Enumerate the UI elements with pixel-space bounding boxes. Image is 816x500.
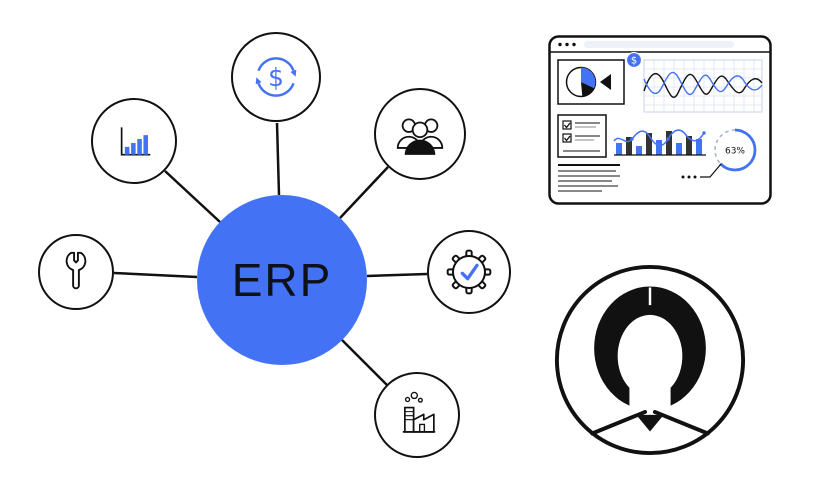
erp-hub: ERP	[197, 195, 367, 365]
dollar-symbol: $	[268, 63, 284, 92]
connector-line	[341, 339, 388, 386]
bar-trend-chart	[613, 129, 706, 156]
badge-dollar-symbol: $	[631, 56, 637, 67]
satellite-finance: $	[231, 32, 321, 122]
checklist-panel	[557, 114, 607, 158]
satellite-tools	[38, 234, 114, 310]
connector-line	[366, 272, 428, 278]
connector-line	[275, 122, 281, 196]
check-mark	[460, 263, 479, 281]
avatar-shoulder	[590, 409, 648, 436]
satellite-people	[374, 88, 466, 180]
window-controls	[558, 41, 734, 48]
text-lines	[558, 164, 620, 192]
dollar-badge: $	[625, 51, 643, 69]
gear-check-icon	[446, 249, 492, 295]
dashboard-window: $	[548, 35, 772, 205]
wrench-icon	[65, 251, 87, 290]
satellite-manufacturing	[374, 372, 460, 458]
pointer-triangle-icon	[600, 74, 611, 90]
satellite-analytics	[91, 98, 177, 184]
people-icon	[396, 118, 444, 155]
avatar-collar	[636, 414, 664, 432]
progress-donut: 63%	[713, 128, 757, 172]
woman-avatar-icon	[554, 264, 746, 456]
bar-chart-icon	[120, 127, 151, 156]
satellite-process	[427, 230, 511, 314]
connector-line	[164, 170, 221, 223]
user-avatar	[552, 262, 748, 458]
avatar-shoulder	[652, 409, 710, 436]
connector-line	[113, 271, 198, 279]
dashboard-illustration: $	[548, 35, 772, 205]
pie-chart-panel	[557, 59, 625, 105]
connector-line	[339, 166, 389, 219]
avatar-face	[617, 314, 683, 398]
wave-line-chart	[643, 59, 763, 113]
elbow-connector	[681, 163, 722, 179]
factory-icon	[402, 391, 436, 433]
erp-label: ERP	[231, 254, 333, 306]
dollar-cycle-icon: $	[255, 57, 297, 97]
progress-label: 63%	[725, 147, 745, 157]
